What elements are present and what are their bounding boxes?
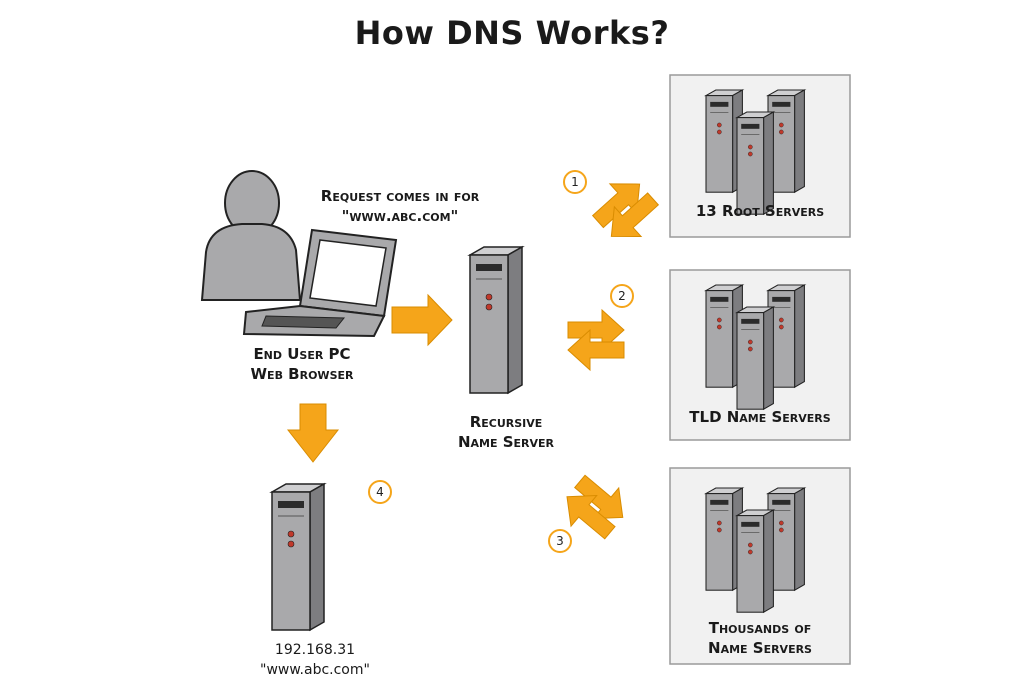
step-3-number: 3 [556, 534, 564, 548]
end-user-label: End User PC Web Browser [232, 344, 372, 384]
arrow-step-1 [584, 168, 667, 252]
recursive-label: Recursive Name Server [436, 412, 576, 452]
step-1-number: 1 [571, 175, 579, 189]
target-address-label: 192.168.31 "www.abc.com" [230, 640, 400, 680]
arrow-user-to-target [286, 403, 340, 463]
diagram-title: How DNS Works? [354, 14, 670, 52]
recursive-server-icon [469, 246, 523, 394]
end-user-line-2: Web Browser [250, 365, 354, 383]
tld-servers-label: TLD Name Servers [689, 408, 831, 426]
step-4-number: 4 [376, 485, 384, 499]
target-ip: 192.168.31 [274, 642, 356, 658]
arrow-user-to-resolver [391, 293, 453, 347]
step-4-badge: 4 [368, 480, 392, 504]
root-servers-label: 13 Root Servers [695, 202, 825, 220]
thousands-servers-label: Thousands of Name Servers [670, 618, 850, 658]
thousands-line-1: Thousands of [708, 619, 812, 637]
request-line-1: Request comes in for [320, 187, 480, 205]
thousands-servers-panel [669, 467, 851, 665]
arrow-step-2 [567, 309, 625, 371]
root-servers-panel [669, 74, 851, 238]
target-server-icon [271, 483, 325, 631]
thousands-line-2: Name Servers [708, 639, 812, 657]
step-3-badge: 3 [548, 529, 572, 553]
request-line-2: "www.abc.com" [341, 207, 459, 225]
request-label: Request comes in for "www.abc.com" [300, 186, 500, 226]
step-2-badge: 2 [610, 284, 634, 308]
recursive-line-1: Recursive [469, 413, 543, 431]
step-2-number: 2 [618, 289, 626, 303]
laptop-icon [242, 228, 398, 338]
end-user-line-1: End User PC [253, 345, 351, 363]
step-1-badge: 1 [563, 170, 587, 194]
tld-servers-panel [669, 269, 851, 441]
target-domain: "www.abc.com" [260, 662, 370, 678]
end-user-icon [200, 170, 302, 301]
recursive-line-2: Name Server [457, 433, 555, 451]
